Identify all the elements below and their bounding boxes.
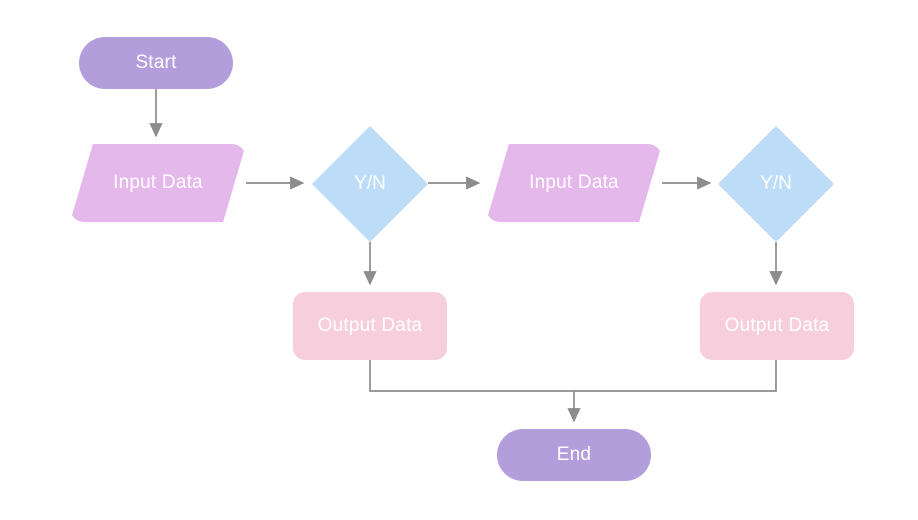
node-output-data-1-label: Output Data: [317, 315, 423, 336]
node-decision-1[interactable]: Y/N: [312, 126, 428, 242]
node-end[interactable]: End: [497, 429, 651, 481]
node-input-data-2[interactable]: Input Data: [486, 144, 662, 222]
node-output-data-2-label: Output Data: [724, 315, 830, 336]
node-output-data-1[interactable]: Output Data: [293, 292, 447, 360]
node-start[interactable]: Start: [79, 37, 233, 89]
node-decision-1-label: Y/N: [354, 173, 386, 194]
node-decision-2-label: Y/N: [760, 173, 792, 194]
node-input-data-1[interactable]: Input Data: [70, 144, 246, 222]
edge-output2-to-merge: [574, 360, 777, 392]
node-decision-2[interactable]: Y/N: [718, 126, 834, 242]
node-end-label: End: [556, 444, 592, 465]
node-input-data-2-label: Input Data: [529, 172, 619, 193]
node-start-label: Start: [135, 52, 177, 73]
node-input-data-1-label: Input Data: [113, 172, 203, 193]
node-output-data-2[interactable]: Output Data: [700, 292, 854, 360]
edge-output1-to-merge: [369, 360, 574, 392]
